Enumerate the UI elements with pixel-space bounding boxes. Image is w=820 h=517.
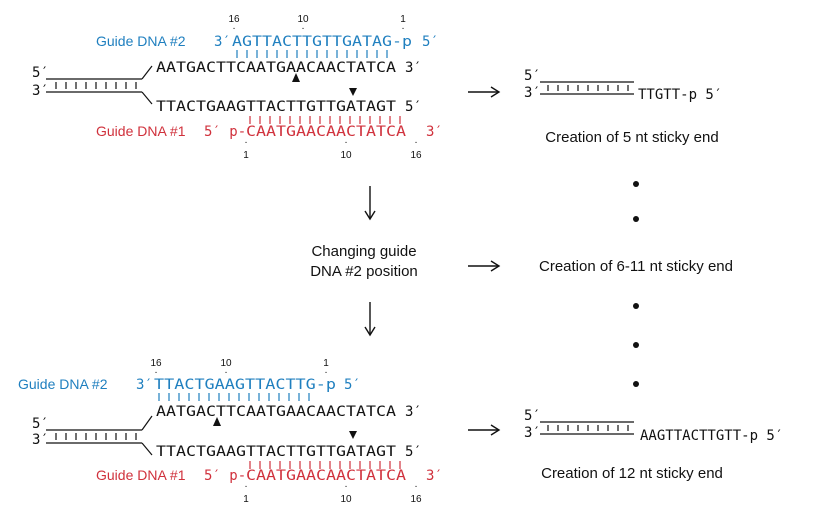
- duplex-3prime-label: 3′: [32, 83, 49, 99]
- guide2-number-10: 10: [297, 14, 309, 25]
- caption-5nt: Creation of 5 nt sticky end: [545, 129, 718, 146]
- guide2-pairing-ticks: [236, 50, 388, 58]
- arrow-right-icon: [468, 260, 501, 272]
- result-3prime-label: 3′: [524, 85, 541, 101]
- guide-dna-1-sequence: CAATGAACAACTATCA: [246, 468, 407, 484]
- svg-text:.: .: [325, 365, 328, 376]
- guide-dna-2-sequence: AGTTACTTGTTGATAG-p: [232, 34, 412, 50]
- top-strand-sequence: AATGACTTCAATGAACAACTATCA: [156, 60, 397, 76]
- svg-text:.: .: [345, 135, 348, 146]
- cleavage-triangle-top: [292, 73, 300, 82]
- svg-text:.: .: [402, 21, 405, 32]
- top-strand-sequence: AATGACTTCAATGAACAACTATCA: [156, 404, 397, 420]
- result-overhang: TTGTT-p 5′: [638, 87, 722, 103]
- duplex-5prime-label: 5′: [32, 65, 49, 81]
- guide2-pairing-ticks: [158, 393, 310, 401]
- arrow-right-icon: [468, 424, 501, 436]
- cleavage-arrow-down: [349, 431, 357, 439]
- svg-text:.: .: [302, 21, 305, 32]
- guide-dna-1-5prime: 5′ p-: [204, 468, 246, 484]
- caption-12nt: Creation of 12 nt sticky end: [541, 465, 723, 482]
- svg-text:.: .: [345, 479, 348, 490]
- panel-top: 16 10 1 . . . Guide DNA #2 3′ AGTTACTTGT…: [32, 14, 722, 161]
- guide1-pairing-ticks: [249, 116, 401, 124]
- guide1-number-1: 1: [243, 494, 249, 505]
- guide-dna-2-5prime: 5′: [344, 377, 361, 393]
- svg-text:.: .: [225, 365, 228, 376]
- ellipsis-dots: [633, 181, 639, 387]
- result-duplex: [540, 421, 634, 435]
- top-strand-3prime: 3′: [405, 60, 422, 76]
- svg-text:.: .: [233, 21, 236, 32]
- cleavage-triangle-top: [213, 417, 221, 426]
- result-duplex: [540, 81, 634, 95]
- bottom-strand-5prime: 5′: [405, 444, 422, 460]
- guide-dna-2-5prime: 5′: [422, 34, 439, 50]
- result-5prime-label: 5′: [524, 408, 541, 424]
- result-5prime-label: 5′: [524, 68, 541, 84]
- result-overhang: AAGTTACTTGTT-p 5′: [640, 428, 783, 444]
- guide-dna-1-label: Guide DNA #1: [96, 467, 186, 483]
- arrow-right-icon: [468, 86, 501, 98]
- svg-text:.: .: [415, 135, 418, 146]
- duplex-stem: [46, 415, 153, 456]
- svg-text:.: .: [245, 135, 248, 146]
- guide2-number-16: 16: [228, 14, 240, 25]
- duplex-5prime-label: 5′: [32, 416, 49, 432]
- duplex-3prime-label: 3′: [32, 432, 49, 448]
- guide2-number-10: 10: [220, 358, 232, 369]
- bottom-strand-sequence: TTACTGAAGTTACTTGTTGATAGT: [156, 99, 397, 115]
- guide-dna-1-3prime: 3′: [426, 468, 443, 484]
- guide1-number-10: 10: [340, 150, 352, 161]
- guide1-number-16: 16: [410, 494, 422, 505]
- bottom-strand-sequence: TTACTGAAGTTACTTGTTGATAGT: [156, 444, 397, 460]
- guide-dna-1-5prime: 5′ p-: [204, 124, 246, 140]
- guide-dna-2-label: Guide DNA #2: [18, 376, 108, 392]
- bottom-strand-5prime: 5′: [405, 99, 422, 115]
- svg-text:.: .: [245, 479, 248, 490]
- result-3prime-label: 3′: [524, 425, 541, 441]
- guide-dna-2-3prime: 3′: [136, 377, 153, 393]
- svg-text:.: .: [415, 479, 418, 490]
- guide1-number-10: 10: [340, 494, 352, 505]
- top-strand-3prime: 3′: [405, 404, 422, 420]
- guide2-number-1: 1: [400, 14, 406, 25]
- duplex-stem: [46, 65, 153, 105]
- caption-6-11nt: Creation of 6-11 nt sticky end: [539, 258, 733, 275]
- guide1-number-1: 1: [243, 150, 249, 161]
- guide-dna-1-3prime: 3′: [426, 124, 443, 140]
- cleavage-arrow-down: [349, 88, 357, 96]
- guide2-number-16: 16: [150, 358, 162, 369]
- arrow-down-icon: [364, 302, 376, 337]
- guide1-pairing-ticks: [249, 461, 401, 469]
- panel-bottom: 16 10 1 . . . Guide DNA #2 3′ TTACTGAAGT…: [18, 358, 783, 505]
- guide-dna-2-label: Guide DNA #2: [96, 33, 186, 49]
- guide-dna-1-sequence: CAATGAACAACTATCA: [246, 124, 407, 140]
- guide-dna-2-sequence: TTACTGAAGTTACTTG-p: [154, 377, 336, 393]
- panel-middle: Changing guide DNA #2 position Creation …: [310, 181, 733, 387]
- guide1-number-16: 16: [410, 150, 422, 161]
- arrow-down-icon: [364, 186, 376, 221]
- svg-text:.: .: [155, 365, 158, 376]
- guide-dna-2-3prime: 3′: [214, 34, 231, 50]
- guide-dna-1-label: Guide DNA #1: [96, 123, 186, 139]
- changing-guide-line2: DNA #2 position: [310, 263, 418, 280]
- guide2-number-1: 1: [323, 358, 329, 369]
- changing-guide-line1: Changing guide: [311, 243, 416, 260]
